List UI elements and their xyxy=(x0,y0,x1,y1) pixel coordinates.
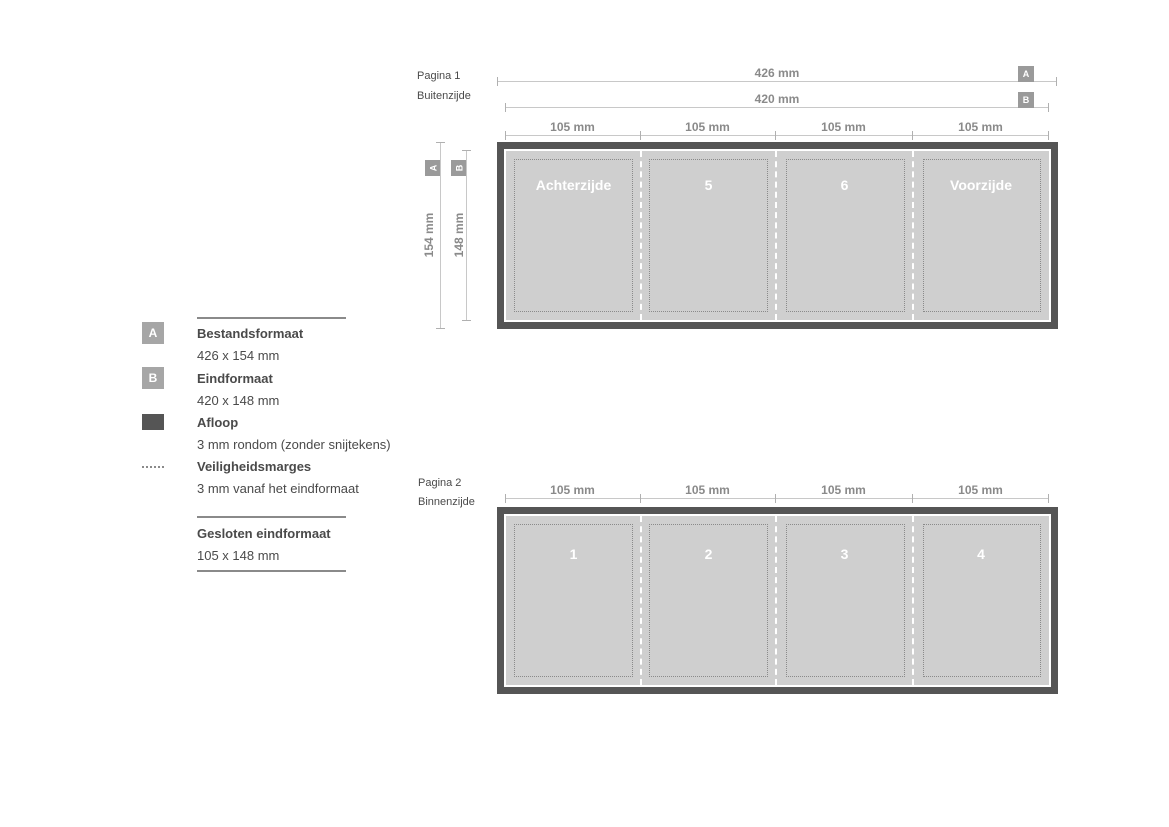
page2-width-tick xyxy=(775,494,776,503)
panel-label: 6 xyxy=(840,177,849,193)
legend-closed-title: Gesloten eindformaat xyxy=(197,526,331,541)
panel-label: 4 xyxy=(977,546,985,562)
panel-label: Voorzijde xyxy=(950,177,1012,193)
dim-height-a-tick-top xyxy=(436,142,445,143)
panel-label: Achterzijde xyxy=(535,177,612,193)
legend-divider-bottom xyxy=(197,570,346,572)
dim-a-label: 426 mm xyxy=(754,66,800,80)
dim-b-line xyxy=(505,107,1049,108)
legend-bleed-value: 3 mm rondom (zonder snijtekens) xyxy=(197,437,391,452)
page1-width-1: 105 mm xyxy=(550,120,595,134)
page2-width-2: 105 mm xyxy=(685,483,730,497)
page2-width-3: 105 mm xyxy=(821,483,866,497)
fold-line xyxy=(912,151,914,320)
fold-line xyxy=(775,151,777,320)
fold-line xyxy=(640,516,642,685)
page2-width-4: 105 mm xyxy=(958,483,1003,497)
legend-closed-value: 105 x 148 mm xyxy=(197,548,280,563)
legend-safety-swatch xyxy=(142,466,164,468)
page2-width-tick xyxy=(912,494,913,503)
badge-b-top: B xyxy=(1018,92,1034,108)
page2-width-tick xyxy=(505,494,506,503)
legend-safety-value: 3 mm vanaf het eindformaat xyxy=(197,481,359,496)
page1-panel-2: 5 xyxy=(641,151,776,320)
safety-margin xyxy=(649,159,768,312)
dim-b-tick-left xyxy=(505,103,506,112)
legend-bleed-swatch xyxy=(142,414,164,430)
badge-b-side: B xyxy=(451,160,467,176)
page2-subtitle: Binnenzijde xyxy=(418,496,475,508)
page2-panel-3: 3 xyxy=(776,516,913,685)
page2-trim-area: 1 2 3 4 xyxy=(504,514,1051,687)
safety-margin xyxy=(514,524,633,677)
page2-title: Pagina 2 xyxy=(418,477,462,489)
page1-panel-1: Achterzijde xyxy=(506,151,641,320)
height-b-label: 148 mm xyxy=(452,212,466,258)
legend-badge-a: A xyxy=(142,322,164,344)
page1-width-tick xyxy=(1048,131,1049,140)
legend-badge-b: B xyxy=(142,367,164,389)
page1-width-tick xyxy=(775,131,776,140)
dim-a-tick-left xyxy=(497,77,498,86)
page2-bleed-area: 1 2 3 4 xyxy=(497,507,1058,694)
legend-a-value: 426 x 154 mm xyxy=(197,348,280,363)
page1-width-tick xyxy=(505,131,506,140)
page2-width-line xyxy=(505,498,1049,499)
dim-height-a-line xyxy=(440,142,441,329)
safety-margin xyxy=(649,524,768,677)
fold-line xyxy=(775,516,777,685)
page2-width-tick xyxy=(640,494,641,503)
dim-a-line xyxy=(497,81,1057,82)
page2-width-tick xyxy=(1048,494,1049,503)
page1-panel-4: Voorzijde xyxy=(913,151,1049,320)
panel-label: 1 xyxy=(569,546,578,562)
legend-bleed-title: Afloop xyxy=(197,415,239,430)
safety-margin xyxy=(786,159,905,312)
page1-bleed-area: Achterzijde 5 6 Voorzijde xyxy=(497,142,1058,329)
page1-width-line xyxy=(505,135,1049,136)
legend-b-title: Eindformaat xyxy=(197,371,273,386)
safety-margin xyxy=(786,524,905,677)
dim-a-tick-right xyxy=(1056,77,1057,86)
page1-subtitle: Buitenzijde xyxy=(417,90,471,102)
panel-label: 5 xyxy=(704,177,713,193)
page1-width-tick xyxy=(640,131,641,140)
safety-margin xyxy=(923,524,1041,677)
dim-b-label: 420 mm xyxy=(754,92,800,106)
dim-height-b-line xyxy=(466,150,467,321)
legend-a-title: Bestandsformaat xyxy=(197,326,304,341)
page1-width-4: 105 mm xyxy=(958,120,1003,134)
page1-trim-area: Achterzijde 5 6 Voorzijde xyxy=(504,149,1051,322)
legend-safety-title: Veiligheidsmarges xyxy=(197,459,312,474)
legend-b-value: 420 x 148 mm xyxy=(197,393,280,408)
panel-label: 2 xyxy=(704,546,713,562)
fold-line xyxy=(640,151,642,320)
badge-a-top: A xyxy=(1018,66,1034,82)
fold-line xyxy=(912,516,914,685)
legend-divider-top xyxy=(197,317,346,319)
legend-divider-middle xyxy=(197,516,346,518)
page1-width-2: 105 mm xyxy=(685,120,730,134)
page2-width-1: 105 mm xyxy=(550,483,595,497)
safety-margin xyxy=(923,159,1041,312)
page2-panel-4: 4 xyxy=(913,516,1049,685)
page1-width-3: 105 mm xyxy=(821,120,866,134)
page1-title: Pagina 1 xyxy=(417,70,461,82)
dim-b-tick-right xyxy=(1048,103,1049,112)
height-a-label: 154 mm xyxy=(422,212,436,258)
page1-panel-3: 6 xyxy=(776,151,913,320)
dim-height-b-tick-top xyxy=(462,150,471,151)
dim-height-b-tick-bottom xyxy=(462,320,471,321)
safety-margin xyxy=(514,159,633,312)
page1-width-tick xyxy=(912,131,913,140)
badge-a-side: A xyxy=(425,160,441,176)
page2-panel-2: 2 xyxy=(641,516,776,685)
dim-height-a-tick-bottom xyxy=(436,328,445,329)
page2-panel-1: 1 xyxy=(506,516,641,685)
panel-label: 3 xyxy=(840,546,849,562)
